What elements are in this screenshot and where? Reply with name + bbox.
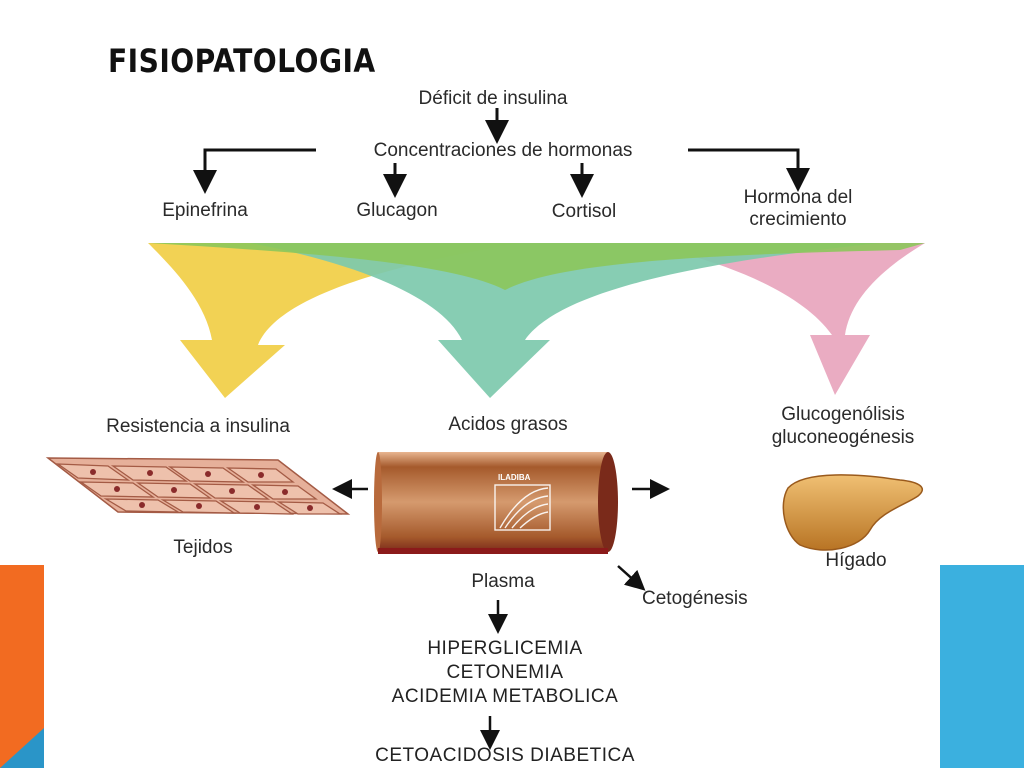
final-outcome: CETOACIDOSIS DIABETICA	[375, 745, 635, 766]
hormone-glucagon: Glucagon	[356, 200, 438, 221]
orange-accent-bar	[0, 565, 44, 768]
effect-fatty-acids: Acidos grasos	[448, 414, 568, 435]
blood-vessel-illustration	[374, 452, 618, 554]
hormones-header-label: Concentraciones de hormonas	[373, 140, 633, 161]
pink-funnel-arrow	[640, 243, 925, 395]
yellow-funnel-arrow	[148, 243, 520, 398]
effect-liver-line2: gluconeogénesis	[771, 427, 915, 448]
hormone-tree-connectors	[193, 108, 810, 198]
ketogenesis-label: Cetogénesis	[642, 588, 748, 609]
tissue-illustration	[45, 457, 351, 515]
hormone-growth-line2: crecimiento	[749, 209, 847, 230]
teal-funnel-arrow	[250, 243, 880, 398]
hormone-effect-funnels	[148, 243, 925, 398]
vessel-logo-text: ILADIBA	[498, 473, 531, 482]
hormone-epinefrina: Epinefrina	[162, 200, 248, 221]
blue-accent-bar	[940, 565, 1024, 768]
liver-illustration	[782, 474, 923, 551]
iladiba-logo	[494, 484, 551, 531]
outcome-ketonemia: CETONEMIA	[446, 662, 564, 683]
hormone-growth-line1: Hormona del	[743, 187, 853, 208]
plasma-label: Plasma	[471, 571, 535, 592]
effect-insulin-resistance: Resistencia a insulina	[106, 416, 290, 437]
root-label: Déficit de insulina	[418, 88, 568, 109]
hormone-growth: Hormona del crecimiento	[744, 187, 853, 231]
effect-liver-processes: Glucogenólisis gluconeogénesis	[772, 403, 915, 449]
effect-liver-line1: Glucogenólisis	[781, 404, 905, 425]
tissue-label: Tejidos	[173, 537, 233, 558]
green-band	[148, 243, 925, 290]
hormone-cortisol: Cortisol	[551, 201, 617, 222]
liver-label: Hígado	[825, 550, 887, 571]
slide-title: FISIOPATOLOGIA	[108, 42, 376, 80]
outcome-hyperglycemia: HIPERGLICEMIA	[427, 638, 583, 659]
outcome-metabolic-acidemia: ACIDEMIA METABOLICA	[391, 686, 619, 707]
flow-arrows	[332, 479, 670, 750]
